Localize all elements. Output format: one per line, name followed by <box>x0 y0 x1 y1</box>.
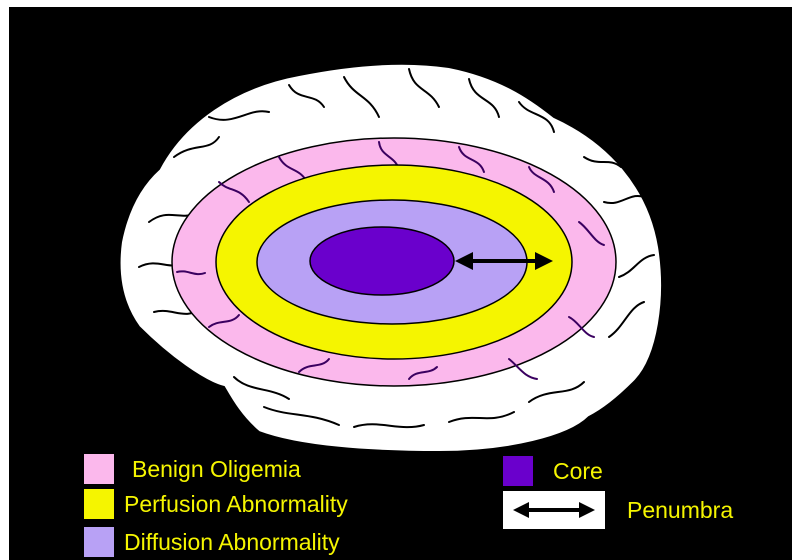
core-swatch <box>503 456 533 486</box>
perfusion-abnormality-swatch <box>84 489 114 519</box>
legend-label-diffusion-abnormality: Diffusion Abnormality <box>124 531 340 554</box>
legend-item-perfusion-abnormality: Perfusion Abnormality <box>84 489 348 519</box>
legend-label-core: Core <box>553 460 603 483</box>
legend-item-core: Core <box>503 456 603 486</box>
legend-label-penumbra: Penumbra <box>627 499 733 522</box>
legend-item-penumbra: Penumbra <box>503 491 733 529</box>
legend-item-benign-oligemia: Benign Oligemia <box>84 454 301 484</box>
diagram-canvas: Benign Oligemia Perfusion Abnormality Di… <box>9 7 792 560</box>
diffusion-abnormality-swatch <box>84 527 114 557</box>
legend-item-diffusion-abnormality: Diffusion Abnormality <box>84 527 340 557</box>
core-region <box>310 227 454 295</box>
legend-label-perfusion-abnormality: Perfusion Abnormality <box>124 493 348 516</box>
benign-oligemia-swatch <box>84 454 114 484</box>
double-arrow-icon <box>503 491 605 529</box>
legend-label-benign-oligemia: Benign Oligemia <box>132 458 301 481</box>
